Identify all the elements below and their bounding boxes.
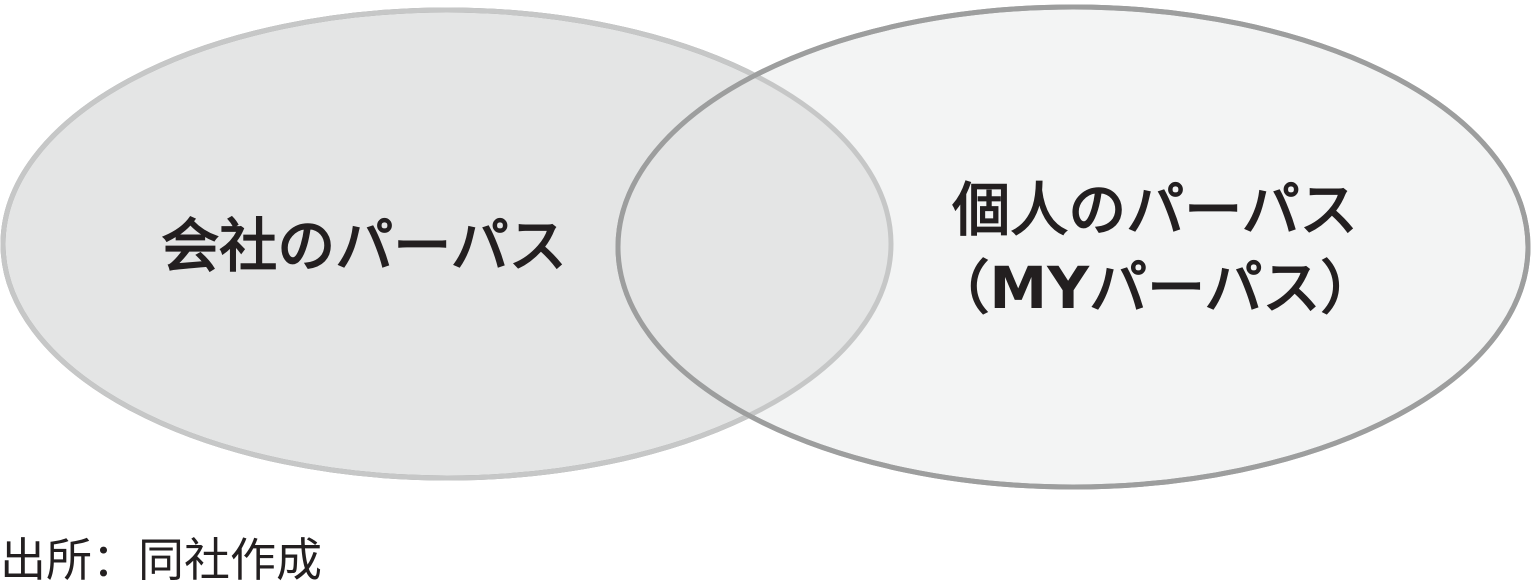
source-note: 出所：同社作成 [0,533,322,587]
company-purpose-label: 会社のパーパス [161,212,566,280]
personal-purpose-outline [615,4,1531,490]
personal-purpose-label-line2: （MYパーパス） [931,254,1378,322]
company-purpose-outline-overlap [0,7,894,481]
personal-purpose-label-line1: 個人のパーパス [951,176,1357,244]
venn-diagram: 会社のパーパス 個人のパーパス （MYパーパス） [0,4,1531,490]
